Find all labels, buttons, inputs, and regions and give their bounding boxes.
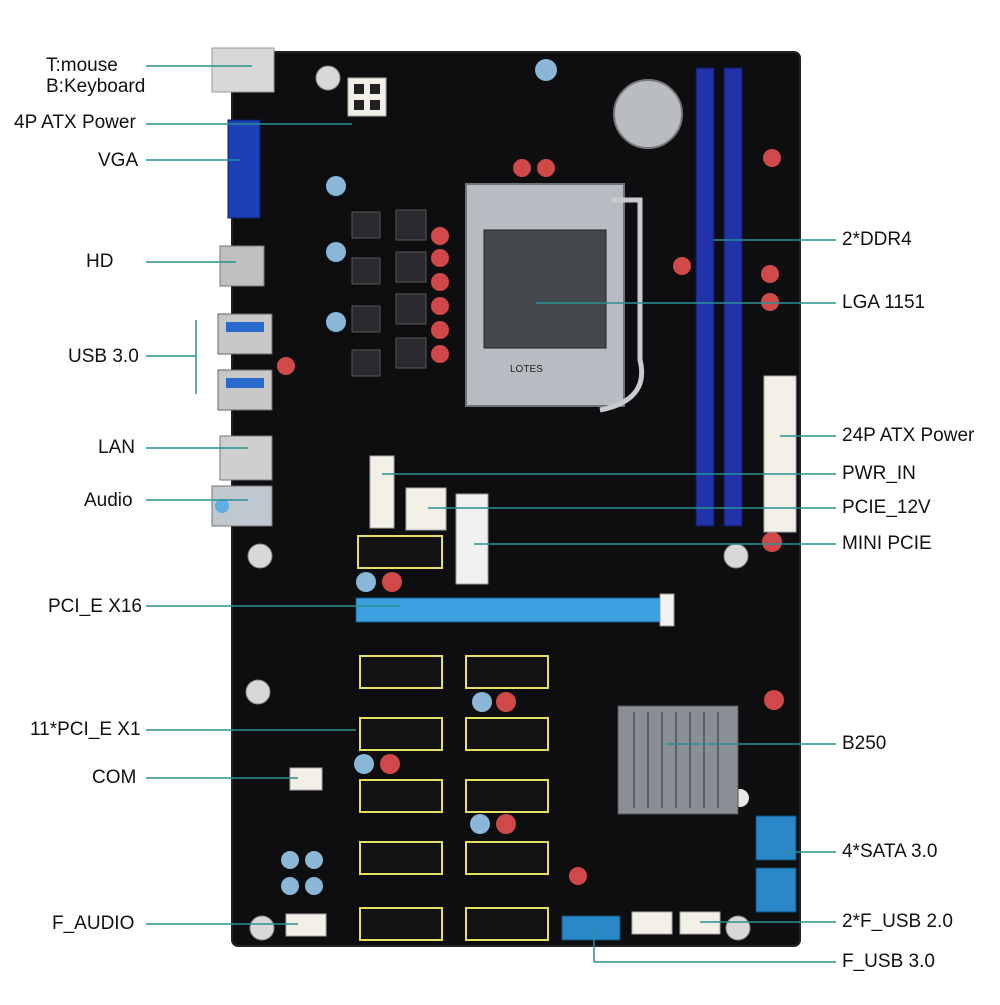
label-24p-atx-power: 24P ATX Power (842, 425, 975, 446)
label-mini-pcie: MINI PCIE (842, 533, 932, 554)
f-usb2-header-2 (679, 911, 721, 935)
mini-pcie-slot (455, 493, 489, 585)
f-usb2-header-1 (631, 911, 673, 935)
label-io-top-keyboard: B:Keyboard (46, 76, 146, 97)
label-b250: B250 (842, 733, 887, 754)
pcie-x1-slots (357, 535, 549, 941)
usb3-port-2 (217, 369, 273, 411)
lan-port (219, 435, 273, 481)
label-f-usb3: F_USB 3.0 (842, 951, 935, 972)
label-pcie-12v: PCIE_12V (842, 497, 931, 518)
usb3-port-1 (217, 313, 273, 355)
label-pcie-x16: PCI_E X16 (48, 596, 142, 617)
label-vga: VGA (98, 150, 139, 171)
label-pcie-x1: 11*PCI_E X1 (30, 719, 141, 740)
atx4-connector (347, 77, 387, 117)
label-audio: Audio (84, 490, 133, 511)
atx24-connector (763, 375, 797, 533)
f-usb3-header (561, 915, 621, 941)
vrm-chokes (351, 209, 427, 377)
pcie-x16-latch (659, 593, 675, 627)
hdmi-port (219, 245, 265, 287)
label-lga1151: LGA 1151 (842, 292, 926, 313)
ps2-port (211, 47, 275, 93)
atx4-pin (370, 84, 380, 94)
label-usb3: USB 3.0 (68, 346, 139, 367)
label-io-top-mouse: T:mouse (46, 55, 118, 76)
cmos-battery (613, 79, 683, 149)
label-lan: LAN (98, 437, 135, 458)
pcie-x16-slot (355, 597, 669, 623)
atx4-pin (354, 84, 364, 94)
label-pwr-in: PWR_IN (842, 463, 916, 484)
heatsink-fins (633, 712, 719, 808)
vga-port (227, 119, 261, 219)
label-4p-atx-power: 4P ATX Power (14, 112, 136, 133)
socket-brand: LOTES (510, 364, 543, 375)
usb3-port-1-tongue (226, 322, 264, 332)
label-f-usb2: 2*F_USB 2.0 (842, 911, 953, 932)
sata-ports (755, 815, 797, 913)
com-header (289, 767, 323, 791)
socket-inner (483, 229, 607, 349)
usb3-port-2-tongue (226, 378, 264, 388)
pwr-in-header (369, 455, 395, 529)
label-ddr4: 2*DDR4 (842, 229, 912, 250)
pcie-12v-connector (405, 487, 447, 531)
b250-heatsink (617, 705, 739, 815)
socket-lever (599, 197, 645, 413)
label-hd: HD (86, 251, 114, 272)
atx4-pin (354, 100, 364, 110)
dimm-slot-2 (723, 67, 743, 527)
atx4-pin (370, 100, 380, 110)
label-sata: 4*SATA 3.0 (842, 841, 938, 862)
dimm-slot-1 (695, 67, 715, 527)
label-f-audio: F_AUDIO (52, 913, 135, 934)
audio-jack-dot (215, 499, 229, 513)
leader-lines (146, 65, 836, 963)
f-audio-header (285, 913, 327, 937)
label-com: COM (92, 767, 137, 788)
